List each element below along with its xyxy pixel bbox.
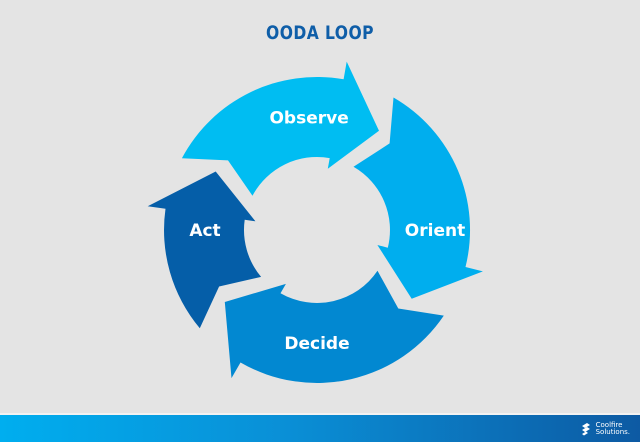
logo-line-1: Coolfire: [595, 421, 623, 429]
segment-decide-label: Decide: [284, 334, 349, 354]
company-logo: Coolfire Solutions.: [579, 420, 630, 438]
coolfire-logo-icon: [581, 423, 590, 436]
logo-line-2: Solutions.: [595, 428, 630, 436]
segment-act-arrow: [147, 171, 262, 329]
diagram-title: OODA LOOP: [266, 22, 374, 44]
segment-orient-label: Orient: [405, 221, 465, 241]
segment-act-label: Act: [189, 221, 220, 241]
footer-divider: [0, 413, 640, 415]
segment-orient-arrow: [353, 97, 483, 299]
segment-observe-label: Observe: [269, 108, 348, 128]
segment-observe-arrow: [181, 61, 379, 196]
footer-bar: [0, 415, 640, 442]
segment-decide-arrow: [224, 270, 444, 383]
